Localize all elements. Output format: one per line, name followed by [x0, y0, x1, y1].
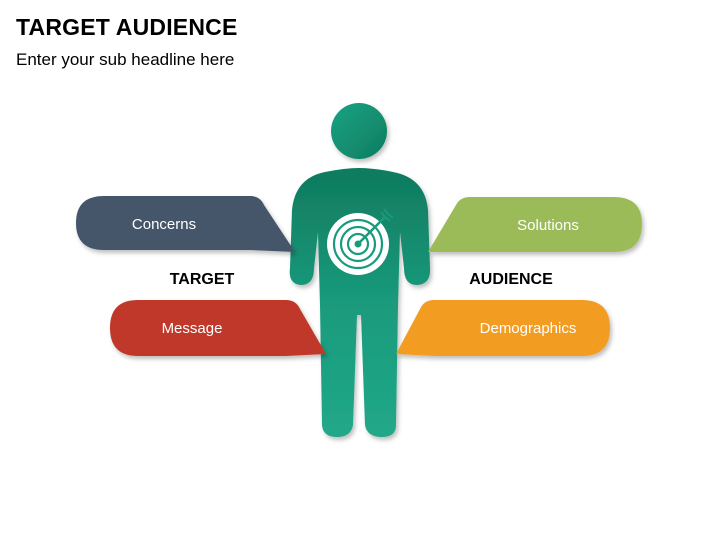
page-subtitle: Enter your sub headline here [16, 50, 235, 69]
person-head [331, 103, 387, 159]
concerns-bubble-shape [76, 196, 295, 252]
person-body [289, 168, 431, 437]
message-bubble-shape [110, 300, 326, 356]
target-arrow-icon [327, 208, 394, 275]
person-figure [289, 103, 431, 437]
audience-word: AUDIENCE [469, 271, 553, 288]
message-label: Message [162, 320, 223, 337]
solutions-bubble: Solutions [428, 197, 642, 252]
demographics-bubble: Demographics [396, 300, 610, 356]
solutions-label: Solutions [517, 217, 579, 234]
message-bubble: Message [110, 300, 326, 356]
target-word: TARGET [170, 271, 235, 288]
demographics-bubble-shape [396, 300, 610, 356]
concerns-label: Concerns [132, 216, 196, 233]
demographics-label: Demographics [480, 320, 577, 337]
page-title: TARGET AUDIENCE [16, 14, 238, 40]
solutions-bubble-shape [428, 197, 642, 252]
concerns-bubble: Concerns [76, 196, 295, 252]
